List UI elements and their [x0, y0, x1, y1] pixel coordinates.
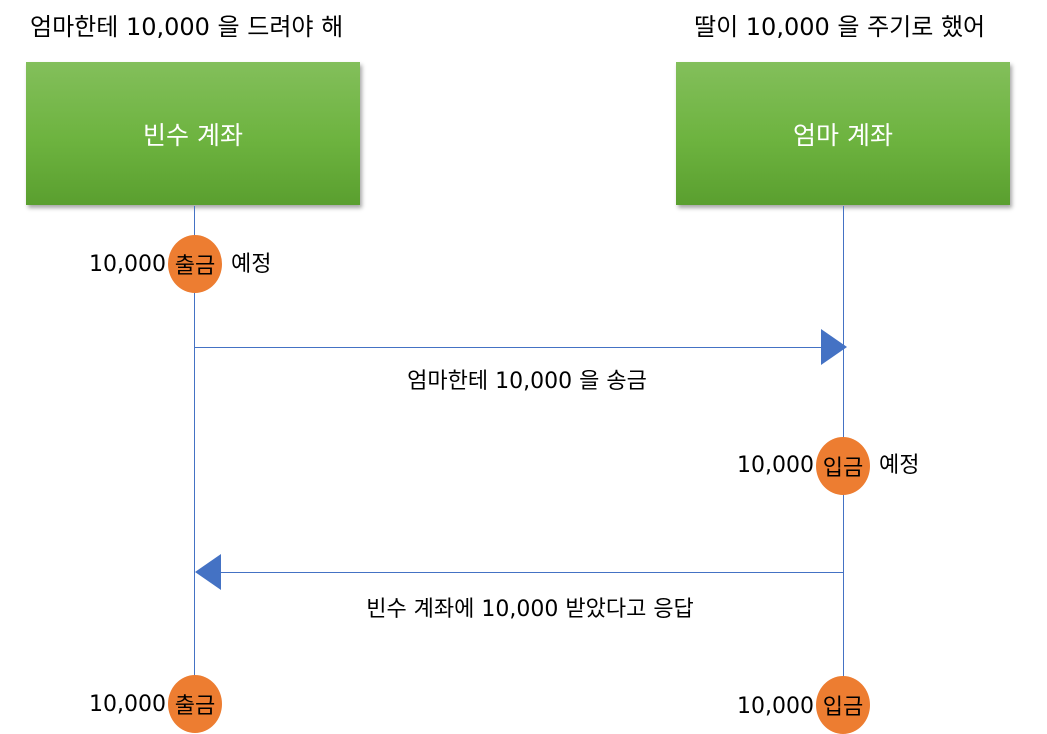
reply-arrowhead-icon [195, 554, 221, 590]
left-caption: 엄마한테 10,000 을 드려야 해 [30, 13, 344, 41]
reply-message-line [214, 572, 843, 573]
right-bottom-badge-label: 입금 [822, 695, 864, 720]
right-mid-badge-label: 입금 [822, 456, 864, 481]
right-account-label: 엄마 계좌 [793, 120, 893, 150]
left-top-amount: 10,000 [89, 252, 166, 277]
left-bottom-amount: 10,000 [89, 692, 166, 717]
left-lifeline [194, 206, 195, 732]
send-message-line [194, 347, 824, 348]
right-account-box: 엄마 계좌 [676, 62, 1010, 205]
left-bottom-badge-label: 출금 [174, 694, 216, 719]
right-mid-amount: 10,000 [737, 453, 814, 478]
reply-message-label: 빈수 계좌에 10,000 받았다고 응답 [366, 597, 694, 622]
right-mid-note: 예정 [879, 453, 920, 478]
left-account-label: 빈수 계좌 [143, 120, 243, 150]
right-caption: 딸이 10,000 을 주기로 했어 [694, 13, 986, 41]
left-top-badge-label: 출금 [174, 254, 216, 279]
left-top-note: 예정 [231, 252, 272, 277]
left-top-withdraw-badge: 출금 [168, 235, 222, 293]
left-bottom-withdraw-badge: 출금 [168, 675, 222, 733]
send-message-label: 엄마한테 10,000 을 송금 [407, 369, 647, 394]
send-arrowhead-icon [821, 329, 847, 365]
right-bottom-deposit-badge: 입금 [816, 676, 870, 734]
right-bottom-amount: 10,000 [737, 694, 814, 719]
left-account-box: 빈수 계좌 [26, 62, 360, 205]
right-mid-deposit-badge: 입금 [816, 437, 870, 495]
